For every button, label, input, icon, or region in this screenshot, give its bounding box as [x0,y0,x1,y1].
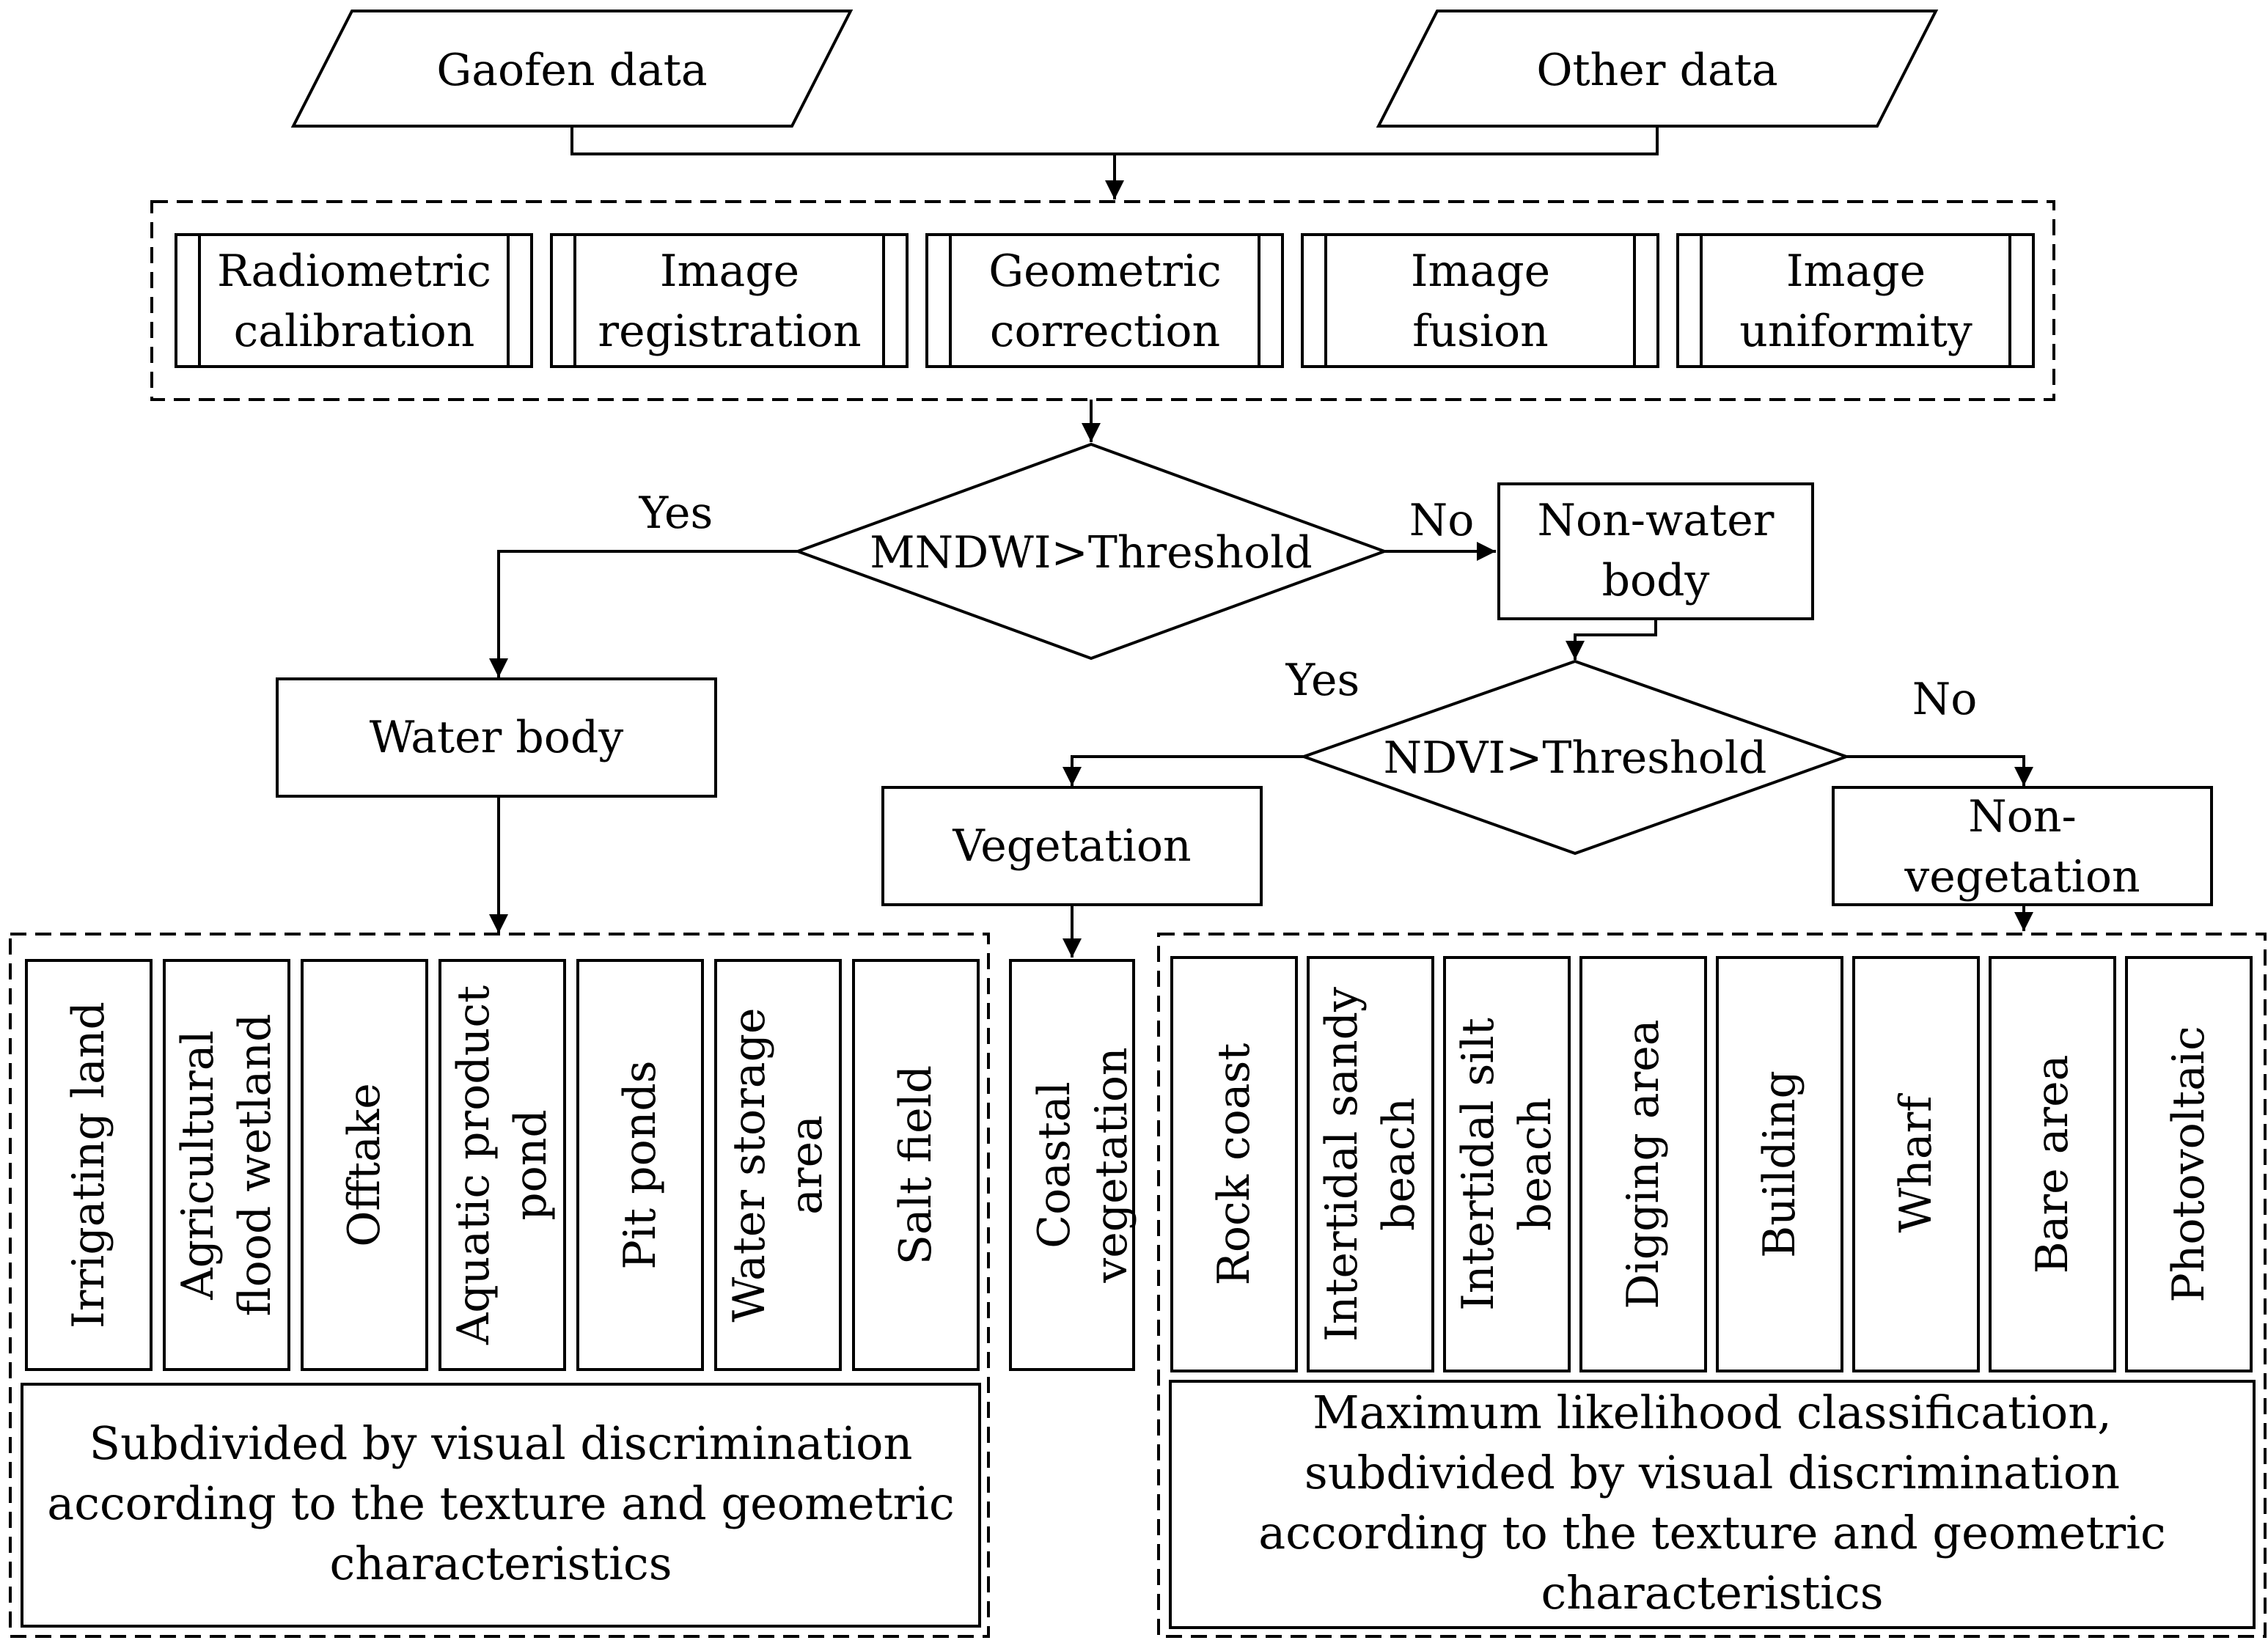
water-class-label: Agricultural [172,1030,224,1300]
nonveg-class-box [1307,956,1434,1372]
water-class-box [714,959,842,1371]
preprocessing-boxes [175,233,2035,368]
arrow-to-ndvi [1566,619,1657,660]
arrow-mndwi-yes [489,550,798,677]
nonveg-class-box [1443,956,1571,1372]
nonveg-class-label: Bare area [2027,1055,2078,1274]
other-data-label: Other data [1536,45,1777,96]
nonveg-note-box [1169,1380,2256,1629]
nonveg-note-line3: according to the texture and geometric [1258,1506,2165,1559]
ndvi-label: NDVI>Threshold [1384,732,1767,784]
ndvi-decision-diamond [1299,659,1851,856]
water-class-label: area [781,1115,832,1215]
geometric-line1: Geometric [988,246,1222,297]
water-class-box [852,959,980,1371]
water-class-label: Offtake [339,1083,390,1247]
nonveg-class-label: Building [1754,1070,1805,1258]
water-note-box [21,1383,981,1628]
water-note-line1: Subdivided by visual discrimination [89,1416,913,1470]
other-data-shape [1376,10,1939,128]
registration-line2: registration [598,306,861,357]
nonveg-class-label: Intertidal sandy [1316,987,1368,1342]
predefined-process-fusion [1301,233,1659,368]
mndwi-no-label: No [1409,495,1475,546]
nonveg-note-line1: Maximum likelihood classification, [1313,1386,2112,1439]
radiometric-line1: Radiometric [217,246,491,297]
water-class-label: flood wetland [230,1014,281,1317]
nonveg-classes-group [1157,933,2267,1638]
fusion-line2: fusion [1412,306,1549,357]
water-class-label: Irrigating land [63,1001,114,1328]
ndvi-yes-label: Yes [1285,655,1360,706]
water-class-label: Salt field [890,1065,942,1265]
non-water-line2: body [1602,555,1710,606]
preprocessing-group [150,200,2055,401]
nonveg-class-label: Digging area [1618,1019,1669,1309]
uniformity-line2: uniformity [1739,306,1972,357]
water-class-box [163,959,290,1371]
water-note-line3: characteristics [329,1537,672,1590]
nonveg-class-label: Wharf [1890,1093,1942,1233]
geometric-line2: correction [990,306,1220,357]
water-classes-group [9,933,990,1638]
water-class-box [576,959,704,1371]
gaofen-data-label: Gaofen data [436,45,707,96]
nonveg-note-line2: subdivided by visual discrimination [1304,1446,2120,1499]
ndvi-no-label: No [1912,674,1978,725]
non-water-line1: Non-water [1538,495,1775,546]
nonveg-class-label: Intertidal silt [1453,1018,1504,1311]
water-class-box [301,959,428,1371]
nonveg-class-box [1170,956,1298,1372]
connector-gaofen [570,126,1115,155]
mndwi-yes-label: Yes [639,488,713,539]
fusion-line1: Image [1411,246,1550,297]
nonveg-class-box [2125,956,2253,1372]
mndwi-label: MNDWI>Threshold [870,527,1313,578]
arrow-ndvi-yes [1063,755,1304,786]
non-vegetation-line2: vegetation [1904,851,2140,903]
water-class-box [25,959,153,1371]
predefined-process-radiometric [175,233,533,368]
water-note-line2: according to the texture and geometric [47,1477,954,1530]
predefined-process-registration [550,233,909,368]
predefined-process-uniformity [1676,233,2035,368]
predefined-process-geometric [925,233,1284,368]
water-class-label: Water storage [724,1008,775,1323]
arrow-ndvi-no [1846,755,2033,786]
nonveg-class-box [1716,956,1843,1372]
nonveg-class-label: beach [1510,1098,1561,1231]
water-body-label: Water body [370,712,624,763]
gaofen-data-shape [290,10,854,128]
nonveg-class-box [1852,956,1980,1372]
water-class-label: pond [505,1109,557,1221]
water-class-box [438,959,566,1371]
registration-line1: Image [660,246,799,297]
water-body-box [276,677,717,798]
nonveg-class-label: beach [1373,1098,1425,1231]
coastal-vegetation-line2: vegetation [1086,1047,1137,1283]
non-vegetation-line1: Non- [1968,791,2077,842]
nonveg-class-box [1579,956,1707,1372]
coastal-vegetation-line1: Coastal [1029,1081,1080,1249]
radiometric-line2: calibration [234,306,475,357]
vegetation-label: Vegetation [952,820,1191,872]
coastal-vegetation-box [1009,959,1135,1371]
connector-other [1115,126,1659,155]
uniformity-line1: Image [1786,246,1926,297]
mndwi-decision-diamond [793,442,1389,661]
nonveg-note-line4: characteristics [1541,1566,1883,1620]
water-class-label: Aquatic product [448,985,499,1345]
nonveg-class-label: Photovoltaic [2163,1026,2214,1302]
water-class-label: Pit ponds [614,1060,666,1269]
nonveg-class-box [1989,956,2116,1372]
nonveg-class-label: Rock coast [1208,1043,1260,1286]
